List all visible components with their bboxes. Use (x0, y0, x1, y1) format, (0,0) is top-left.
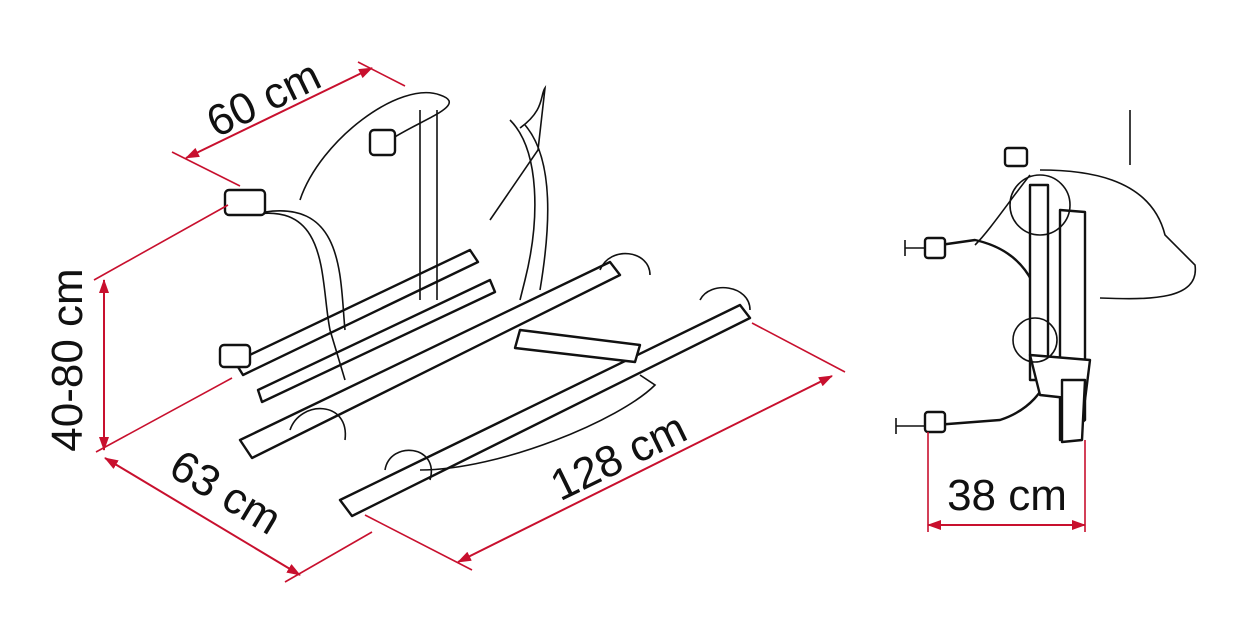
label-128cm: 128 cm (543, 403, 694, 510)
label-40-80cm: 40-80 cm (43, 268, 92, 451)
dimension-40-80cm: 40-80 cm (43, 204, 233, 453)
label-63cm: 63 cm (161, 441, 289, 545)
label-60cm: 60 cm (199, 51, 328, 148)
dimension-60cm: 60 cm (171, 51, 406, 187)
bike-rack-side (895, 110, 1196, 444)
dimension-63cm: 63 cm (104, 441, 373, 583)
dimension-38cm: 38 cm (927, 432, 1086, 532)
label-38cm: 38 cm (947, 471, 1067, 520)
